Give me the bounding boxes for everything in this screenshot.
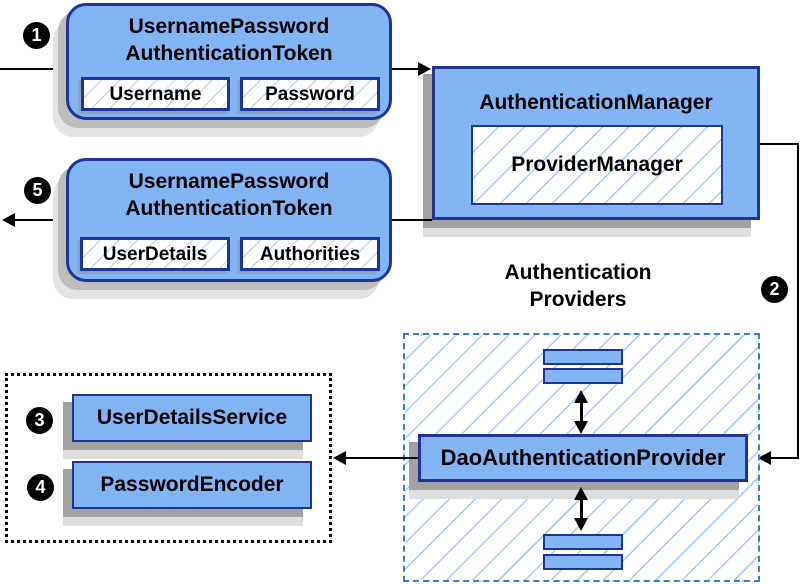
flow-line-step1	[392, 68, 420, 70]
user-details-service-node: UserDetailsService	[72, 394, 312, 442]
provider-slot-bar	[543, 349, 623, 365]
provider-slot-bar	[543, 534, 623, 550]
step-5-badge: 5	[24, 177, 51, 204]
authentication-providers-label-line1: Authentication	[504, 261, 652, 284]
flow-line-outgoing	[13, 219, 66, 221]
step-2-badge: 2	[761, 276, 788, 303]
username-password-authentication-token-request-node: UsernamePassword AuthenticationToken Use…	[66, 3, 392, 120]
arrowhead-into-dao-provider	[758, 451, 771, 465]
user-details-field-label: UserDetails	[102, 243, 208, 265]
flow-line-step5	[392, 219, 432, 221]
flow-line-step2-top	[760, 143, 799, 145]
step-3-badge: 3	[26, 407, 53, 434]
double-arrow-lower-head-down	[574, 518, 588, 531]
token-request-title-line2: AuthenticationToken	[125, 42, 333, 65]
password-field-label: Password	[265, 83, 355, 105]
dao-authentication-provider-label: DaoAuthenticationProvider	[440, 445, 726, 470]
flow-line-incoming	[0, 68, 66, 70]
provider-manager-label: ProviderManager	[511, 153, 683, 176]
password-encoder-label: PasswordEncoder	[100, 473, 284, 496]
authentication-providers-label: Authentication Providers	[448, 259, 708, 313]
flow-line-step2-vertical	[797, 143, 799, 459]
token-request-title-line1: UsernamePassword	[128, 15, 330, 38]
step-4-badge: 4	[27, 474, 54, 501]
arrowhead-into-authentication-manager	[418, 62, 431, 76]
token-response-title-line2: AuthenticationToken	[125, 197, 333, 220]
username-password-authentication-token-response-node: UsernamePassword AuthenticationToken Use…	[66, 158, 392, 282]
flow-line-step2-bottom	[770, 457, 799, 459]
username-field-box: Username	[81, 77, 230, 111]
step-1-badge: 1	[23, 22, 50, 49]
double-arrow-upper-shaft	[580, 399, 583, 423]
double-arrow-lower-head-up	[574, 487, 588, 500]
provider-slot-bar	[543, 554, 623, 570]
user-details-service-label: UserDetailsService	[96, 406, 288, 429]
username-field-label: Username	[109, 83, 202, 105]
flow-line-step3	[345, 457, 418, 459]
arrowhead-outgoing	[2, 213, 15, 227]
provider-manager-node: ProviderManager	[471, 125, 723, 205]
user-details-field-box: UserDetails	[80, 237, 230, 271]
double-arrow-upper-head-up	[574, 390, 588, 403]
authorities-field-label: Authorities	[259, 243, 361, 265]
authentication-manager-title: AuthenticationManager	[479, 91, 713, 114]
dao-authentication-provider-node: DaoAuthenticationProvider	[418, 434, 748, 482]
arrowhead-into-services-box	[333, 451, 346, 465]
password-encoder-node: PasswordEncoder	[72, 461, 312, 509]
authentication-manager-node: AuthenticationManager ProviderManager	[432, 66, 760, 220]
double-arrow-upper-head-down	[574, 421, 588, 434]
password-field-box: Password	[240, 77, 380, 111]
token-response-title-line1: UsernamePassword	[128, 170, 330, 193]
double-arrow-lower-shaft	[580, 496, 583, 520]
authentication-providers-label-line2: Providers	[529, 288, 627, 311]
authorities-field-box: Authorities	[240, 237, 380, 271]
provider-slot-bar	[543, 368, 623, 384]
